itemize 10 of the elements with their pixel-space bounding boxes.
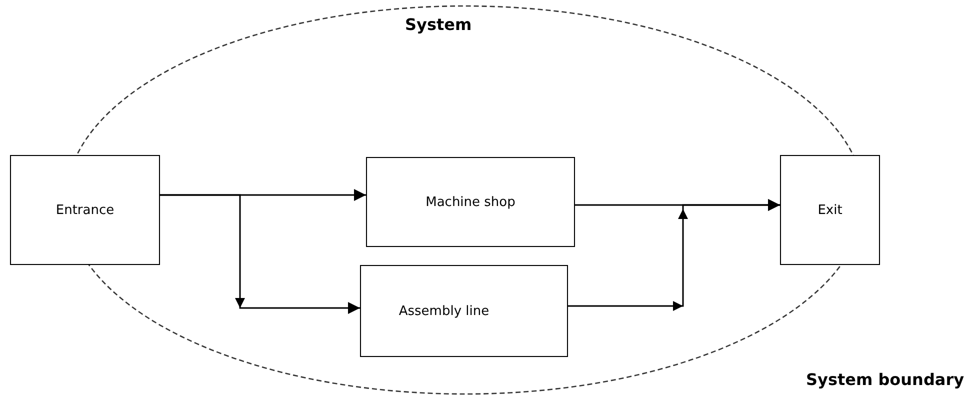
system-title: System bbox=[405, 15, 472, 34]
process-box bbox=[360, 265, 568, 357]
box-label: Exit bbox=[818, 202, 842, 218]
process-box bbox=[366, 157, 575, 247]
box-label: Assembly line bbox=[398, 304, 490, 318]
process-box bbox=[780, 155, 880, 265]
box-label: Machine shop bbox=[426, 194, 516, 210]
boundary-label: System boundary bbox=[806, 370, 964, 389]
box-label: Entrance bbox=[56, 202, 114, 218]
process-box bbox=[10, 155, 160, 265]
